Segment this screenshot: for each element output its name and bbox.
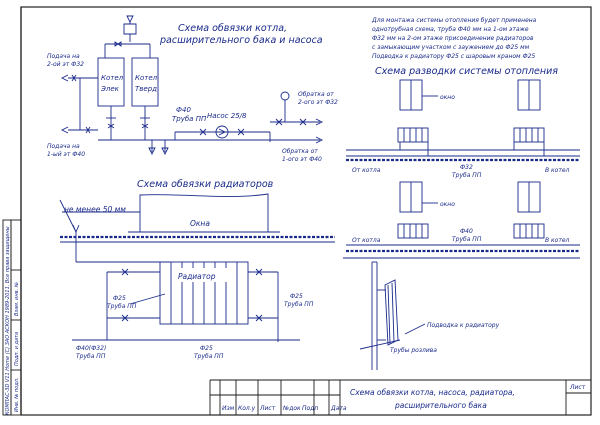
svg-text:От котла: От котла bbox=[352, 237, 381, 244]
svg-text:Труба ПП: Труба ПП bbox=[452, 236, 482, 243]
side-credits: КОМПАС-3D V11 Home (С) ЗАО АСКОН 1989-20… bbox=[5, 226, 11, 415]
svg-text:Ф32 мм на 2-ом этаже присоедин: Ф32 мм на 2-ом этаже присоединение радиа… bbox=[372, 35, 534, 42]
svg-text:Ф25: Ф25 bbox=[290, 293, 303, 300]
svg-text:Ф25: Ф25 bbox=[113, 295, 126, 302]
svg-text:Окна: Окна bbox=[190, 219, 210, 228]
expansion-tank-icon bbox=[123, 23, 137, 35]
svg-text:2-ого эт Ф32: 2-ого эт Ф32 bbox=[298, 99, 338, 106]
svg-text:1-ый эт Ф40: 1-ый эт Ф40 bbox=[47, 151, 85, 158]
svg-text:Труба ПП: Труба ПП bbox=[284, 301, 314, 308]
svg-text:1-ого эт Ф40: 1-ого эт Ф40 bbox=[282, 156, 322, 163]
svg-text:Лист: Лист bbox=[259, 405, 276, 412]
svg-text:Котел: Котел bbox=[135, 74, 158, 82]
svg-text:окно: окно bbox=[440, 94, 455, 101]
svg-text:Ф40(Ф32): Ф40(Ф32) bbox=[76, 345, 106, 352]
svg-text:Подводка к радиатору: Подводка к радиатору bbox=[427, 322, 500, 329]
svg-text:Подп: Подп bbox=[302, 405, 318, 412]
svg-text:От котла: От котла bbox=[352, 167, 381, 174]
svg-text:Ф25: Ф25 bbox=[200, 345, 213, 352]
svg-text:расширительного бака и насоса: расширительного бака и насоса bbox=[159, 35, 323, 46]
svg-text:Труба ПП: Труба ПП bbox=[107, 303, 137, 310]
distribution-title: Схема разводки системы отопления bbox=[375, 66, 558, 77]
svg-text:Схема обвязки котла, насоса, р: Схема обвязки котла, насоса, радиатора, bbox=[350, 388, 515, 397]
svg-text:Обратка от: Обратка от bbox=[298, 91, 334, 98]
svg-text:окно: окно bbox=[440, 201, 455, 208]
svg-text:Для монтажа системы отопления: Для монтажа системы отопления будет прим… bbox=[371, 17, 537, 24]
boiler-solid bbox=[131, 57, 159, 107]
side-cell-1: Инв. № подл. bbox=[14, 378, 20, 413]
svg-text:Радиатор: Радиатор bbox=[178, 272, 216, 281]
svg-text:В котел: В котел bbox=[545, 237, 570, 244]
svg-text:Насос 25/8: Насос 25/8 bbox=[207, 112, 247, 120]
boiler-scheme: Котел Элек Котел Тверд Подача на 2-ой эт… bbox=[47, 15, 338, 163]
svg-text:Схема обвязки котла,: Схема обвязки котла, bbox=[178, 23, 287, 34]
svg-text:Кол.у: Кол.у bbox=[238, 405, 256, 412]
svg-text:Ф32: Ф32 bbox=[460, 164, 473, 171]
svg-text:Подача на: Подача на bbox=[47, 143, 80, 150]
side-cell-3: Взам. инв. № bbox=[14, 282, 20, 316]
svg-text:Ф40: Ф40 bbox=[460, 228, 473, 235]
radiators-title: Схема обвязки радиаторов bbox=[137, 179, 274, 190]
boiler-title: Схема обвязки котла, расширительного бак… bbox=[159, 23, 323, 46]
svg-text:2-ой эт Ф32: 2-ой эт Ф32 bbox=[47, 61, 84, 68]
svg-text:Подводка к радиатору Ф25 с шар: Подводка к радиатору Ф25 с шаровым крано… bbox=[372, 53, 535, 60]
svg-text:Дата: Дата bbox=[330, 405, 347, 412]
svg-text:Труба ПП: Труба ПП bbox=[452, 172, 482, 179]
boiler-electric bbox=[97, 57, 125, 107]
title-block: Изм Кол.у Лист №док Подп Дата Схема обвя… bbox=[209, 379, 591, 415]
pump-icon bbox=[215, 125, 229, 139]
svg-text:не менее 50 мм: не менее 50 мм bbox=[64, 205, 126, 214]
svg-text:Изм: Изм bbox=[222, 405, 235, 412]
radiator-scheme: Окна не менее 50 мм Радиатор Ф25 bbox=[59, 193, 335, 360]
svg-text:Элек: Элек bbox=[100, 85, 120, 93]
svg-text:№док: №док bbox=[282, 405, 301, 412]
left-margin: КОМПАС-3D V11 Home (С) ЗАО АСКОН 1989-20… bbox=[2, 219, 22, 416]
svg-text:однотрубная схема, труба Ф40 м: однотрубная схема, труба Ф40 мм на 1-ом … bbox=[372, 26, 529, 33]
svg-text:Труба ПП: Труба ПП bbox=[172, 115, 207, 123]
svg-text:Ф40: Ф40 bbox=[176, 106, 191, 114]
distribution-scheme: окно От котла В котел Ф32 Труба ПП окно … bbox=[343, 79, 580, 370]
svg-text:расширительного бака: расширительного бака bbox=[394, 401, 487, 410]
svg-text:Подача на: Подача на bbox=[47, 53, 80, 60]
svg-text:Тверд: Тверд bbox=[135, 85, 157, 93]
svg-text:с замыкающим участком с заужен: с замыкающим участком с заужением до Ф25… bbox=[372, 44, 530, 51]
svg-text:Трубы розлива: Трубы розлива bbox=[390, 347, 437, 354]
svg-text:Лист: Лист bbox=[569, 384, 586, 391]
side-cell-2: Подп. и дата bbox=[14, 332, 20, 366]
mounting-note: Для монтажа системы отопления будет прим… bbox=[371, 17, 537, 60]
svg-text:Обратка от: Обратка от bbox=[282, 148, 318, 155]
svg-text:Труба ПП: Труба ПП bbox=[194, 353, 224, 360]
svg-text:Труба ПП: Труба ПП bbox=[76, 353, 106, 360]
svg-text:В котел: В котел bbox=[545, 167, 570, 174]
svg-text:Котел: Котел bbox=[101, 74, 124, 82]
